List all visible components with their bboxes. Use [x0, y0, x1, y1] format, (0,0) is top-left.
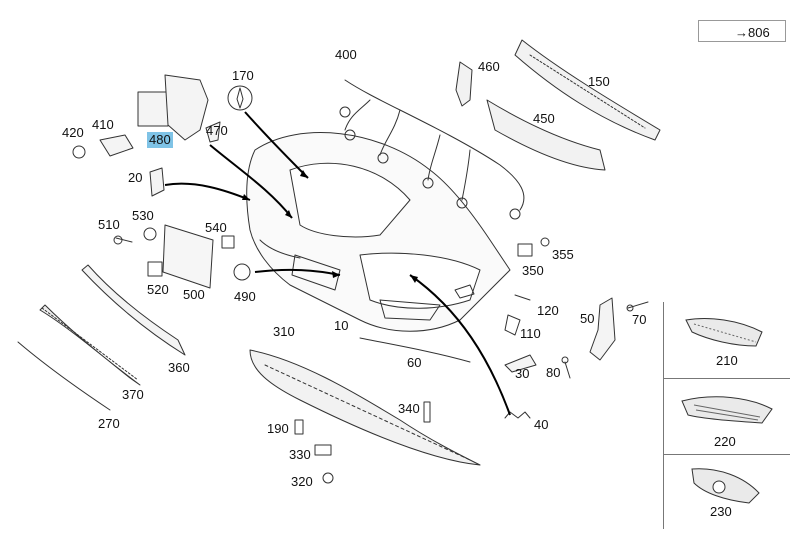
variant-panel-230[interactable]: 230 — [663, 455, 790, 529]
part-label-120[interactable]: 120 — [537, 303, 559, 318]
arrow-heads — [242, 170, 418, 283]
variant-panel-220[interactable]: 220 — [663, 379, 790, 455]
arrow-right-icon: → — [735, 25, 748, 40]
part-label-480[interactable]: 480 — [147, 132, 173, 148]
part-label-350[interactable]: 350 — [522, 263, 544, 278]
license-plate-bracket[interactable] — [162, 224, 214, 289]
part-label-80[interactable]: 80 — [546, 365, 561, 380]
part-label-330[interactable]: 330 — [289, 447, 311, 462]
underbody-panel[interactable] — [249, 349, 481, 466]
bracket-470[interactable] — [205, 121, 221, 143]
fasteners[interactable] — [113, 227, 649, 379]
variant-label-210: 210 — [716, 353, 738, 368]
part-label-170[interactable]: 170 — [232, 68, 254, 83]
variant-panel-210[interactable]: 210 — [663, 302, 790, 379]
part-label-30[interactable]: 30 — [515, 366, 530, 381]
part-label-60[interactable]: 60 — [407, 355, 422, 370]
chrome-strip-270[interactable] — [17, 341, 111, 411]
part-label-150[interactable]: 150 — [588, 74, 610, 89]
part-label-70[interactable]: 70 — [632, 312, 647, 327]
variant-230-grille-icon — [691, 468, 760, 504]
lower-trim-360[interactable] — [81, 264, 186, 356]
part-label-40[interactable]: 40 — [534, 417, 549, 432]
part-label-190[interactable]: 190 — [267, 421, 289, 436]
part-label-110[interactable]: 110 — [520, 326, 541, 341]
part-label-20[interactable]: 20 — [128, 170, 143, 185]
part-label-310[interactable]: 310 — [273, 324, 295, 339]
part-label-520[interactable]: 520 — [147, 282, 169, 297]
variant-label-230: 230 — [710, 504, 732, 519]
parking-sensor[interactable] — [72, 134, 134, 159]
small-clips[interactable] — [294, 401, 531, 484]
variant-210-grille-icon — [685, 318, 763, 347]
part-label-400[interactable]: 400 — [335, 47, 357, 62]
part-label-410[interactable]: 410 — [92, 117, 114, 132]
trim-strip-60[interactable] — [359, 337, 471, 363]
part-label-10[interactable]: 10 — [334, 318, 349, 333]
part-label-510[interactable]: 510 — [98, 217, 120, 232]
part-label-540[interactable]: 540 — [205, 220, 227, 235]
emblem[interactable] — [227, 85, 253, 111]
clip-460[interactable] — [455, 61, 473, 107]
page-reference-box[interactable]: →806 — [698, 20, 786, 42]
part-label-360[interactable]: 360 — [168, 360, 190, 375]
part-label-500[interactable]: 500 — [183, 287, 205, 302]
part-label-50[interactable]: 50 — [580, 311, 595, 326]
part-label-270[interactable]: 270 — [98, 416, 120, 431]
bumper-cover[interactable] — [246, 132, 511, 332]
part-label-340[interactable]: 340 — [398, 401, 420, 416]
part-label-470[interactable]: 470 — [206, 123, 228, 138]
part-label-460[interactable]: 460 — [478, 59, 500, 74]
grille-bracket[interactable] — [486, 99, 606, 171]
cover-cap-20[interactable] — [149, 167, 165, 197]
part-label-490[interactable]: 490 — [234, 289, 256, 304]
grille[interactable] — [514, 39, 661, 141]
variant-label-220: 220 — [714, 434, 736, 449]
part-label-320[interactable]: 320 — [291, 474, 313, 489]
part-label-370[interactable]: 370 — [122, 387, 144, 402]
lower-grille[interactable] — [39, 304, 141, 386]
radar-sensor-unit[interactable] — [137, 74, 209, 141]
cap-30[interactable] — [504, 354, 537, 373]
variant-220-grille-icon — [681, 396, 773, 424]
wiring-harness[interactable] — [339, 79, 525, 220]
reference-page-number: 806 — [748, 25, 770, 40]
part-label-420[interactable]: 420 — [62, 125, 84, 140]
part-label-450[interactable]: 450 — [533, 111, 555, 126]
part-label-355[interactable]: 355 — [552, 247, 574, 262]
side-bracket-50[interactable] — [589, 297, 616, 361]
part-label-530[interactable]: 530 — [132, 208, 154, 223]
